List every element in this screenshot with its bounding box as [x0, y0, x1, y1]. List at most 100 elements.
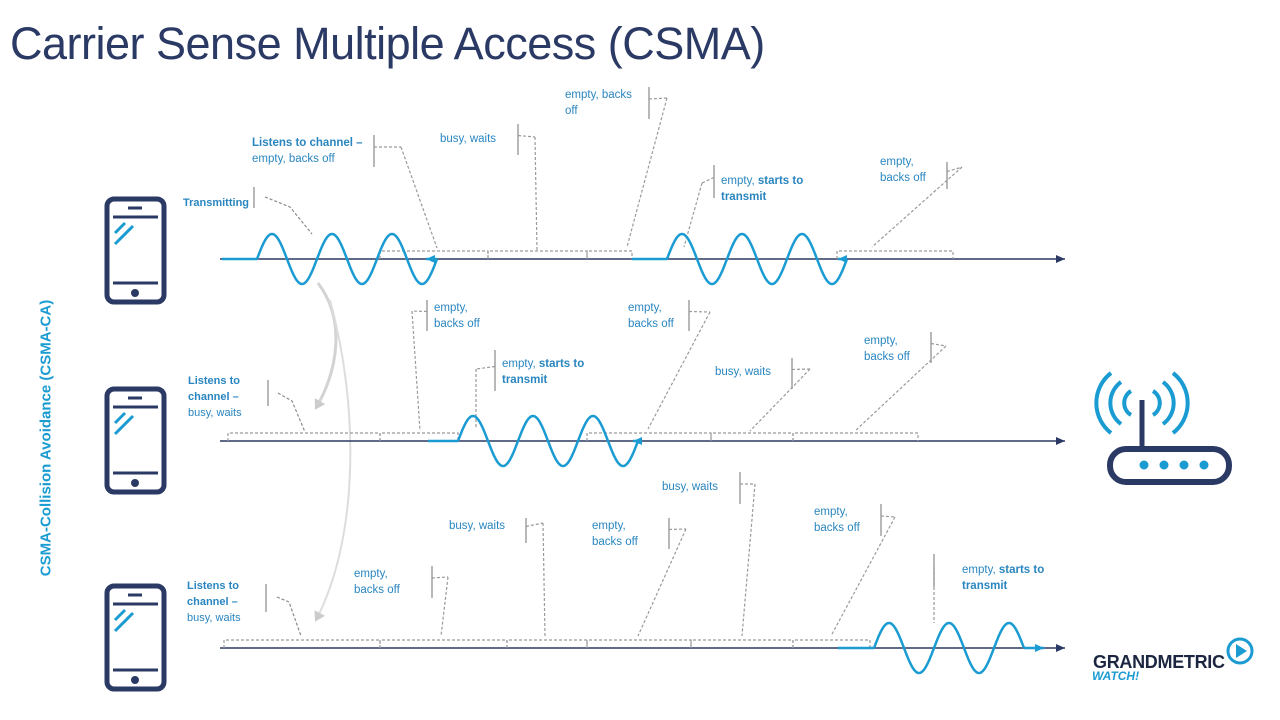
annotation-leader [739, 472, 756, 637]
backoff-slot [690, 639, 794, 648]
backoff-slot [379, 639, 508, 648]
annotation-leader [475, 350, 496, 427]
annotation-segment: empty, [880, 156, 914, 168]
annotation-segment: off [565, 105, 578, 117]
handover-arrow [314, 282, 338, 410]
annotation-leader [749, 358, 811, 432]
annotation-text: empty, starts to transmit [962, 562, 1044, 594]
phone-label-leader [265, 584, 302, 637]
annotation-leader [871, 162, 963, 248]
annotation-line: backs off [864, 349, 910, 365]
annotation-segment: empty, [628, 302, 662, 314]
annotation-text: empty,backs off [880, 154, 926, 186]
annotation-line: transmit [502, 372, 584, 388]
annotation-leader [647, 300, 711, 430]
page-title: Carrier Sense Multiple Access (CSMA) [10, 18, 765, 69]
annotation-segment: empty, backs [565, 89, 632, 101]
annotation-text: empty, backs off [565, 87, 632, 119]
annotation-line: busy, waits [715, 364, 771, 380]
annotation-segment: backs off [434, 318, 480, 330]
annotation-segment: backs off [592, 536, 638, 548]
smartphone-icon [104, 583, 167, 692]
annotation-text: busy, waits [715, 364, 771, 380]
annotation-text: empty, backs off [814, 504, 860, 536]
transmission [632, 232, 849, 286]
annotation-segment: empty, [354, 568, 388, 580]
annotation-segment: empty, [721, 175, 758, 187]
annotation-segment: empty, [864, 335, 898, 347]
transmission [428, 414, 642, 468]
annotation-segment: backs off [864, 351, 910, 363]
phone-label-listens: Listens to channel – busy, waits [187, 580, 241, 624]
annotation-leader [626, 87, 668, 248]
annotation-text: empty,backs off [354, 566, 400, 598]
phone-label-leader [267, 380, 306, 433]
annotation-text: busy, waits [449, 518, 505, 534]
annotation-segment: empty, [502, 358, 539, 370]
annotation-line: off [565, 103, 632, 119]
annotation-line: empty, [628, 300, 674, 316]
annotation-text: busy, waits [440, 131, 496, 147]
annotation-leader [637, 518, 687, 637]
annotation-text: busy, waits [662, 479, 718, 495]
annotation-segment: busy, waits [440, 133, 497, 145]
annotation-segment: empty, [592, 520, 626, 532]
annotation-leaders [253, 87, 963, 637]
annotation-segment: Listens to channel – [252, 137, 363, 149]
backoff-slot [506, 639, 588, 648]
annotation-line: empty, backs [565, 87, 632, 103]
annotation-line: transmit [721, 189, 803, 205]
annotation-line: empty, [814, 504, 860, 520]
backoff-slot [710, 432, 794, 441]
annotation-segment: transmit [962, 580, 1008, 592]
annotation-segment: backs off [628, 318, 674, 330]
backoff-slot [792, 639, 871, 648]
handover-arrow [314, 299, 352, 622]
transmission-waves [222, 232, 1044, 675]
annotation-segment: backs off [814, 522, 860, 534]
annotation-segment: empty, [434, 302, 468, 314]
phone-label-listens: Listens to channel – busy, waits [188, 375, 242, 419]
backoff-slot [223, 639, 381, 648]
annotation-segment: busy, waits [715, 366, 772, 378]
backoff-slot [379, 432, 459, 441]
backoff-slot [379, 250, 489, 259]
annotation-line: busy, waits [449, 518, 505, 534]
annotation-leader [431, 566, 449, 637]
phone-label-transmitting: Transmitting [183, 197, 250, 209]
annotation-leader [373, 135, 438, 249]
annotation-leader [854, 332, 947, 432]
annotation-text: empty, backs off [864, 333, 910, 365]
annotation-segment: empty, backs off [252, 153, 335, 165]
backoff-slot [792, 432, 919, 441]
annotation-segment: empty, [814, 506, 848, 518]
annotation-text: empty, backs off [628, 300, 674, 332]
annotation-segment: starts to [998, 564, 1045, 576]
smartphone-icon [104, 386, 167, 495]
annotation-line: busy, waits [440, 131, 496, 147]
annotation-text: empty, backs off [592, 518, 638, 550]
transmission [222, 232, 439, 286]
annotation-text: empty, backs off [434, 300, 480, 332]
annotation-leader [517, 124, 538, 252]
annotation-leader [683, 165, 715, 248]
backoff-slot [227, 432, 381, 441]
annotation-leader [830, 504, 896, 637]
backoff-slot [586, 432, 712, 441]
annotation-leader [411, 300, 428, 432]
annotation-line: backs off [592, 534, 638, 550]
annotation-segment: busy, waits [449, 520, 506, 532]
backoff-slots [223, 250, 954, 648]
annotation-line: empty, starts to [962, 562, 1044, 578]
annotation-text: empty, starts to transmit [502, 356, 584, 388]
annotation-line: empty, [592, 518, 638, 534]
backoff-slot [836, 250, 954, 259]
phone-label-leader [253, 187, 313, 235]
annotation-line: busy, waits [662, 479, 718, 495]
annotation-line: Listens to channel – [252, 135, 363, 151]
annotation-segment: starts to [538, 358, 585, 370]
annotation-line: empty, [434, 300, 480, 316]
annotation-line: empty, [880, 154, 926, 170]
